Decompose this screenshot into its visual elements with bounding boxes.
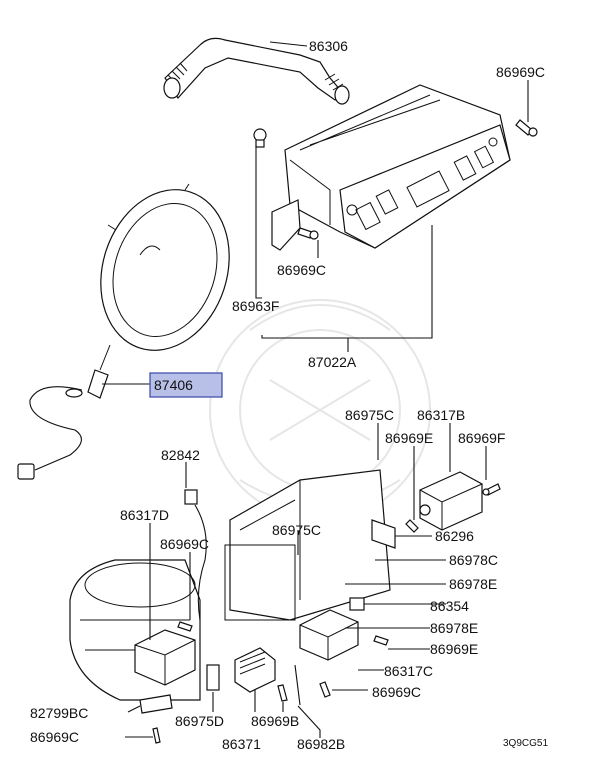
clip-86963F[interactable] xyxy=(253,128,267,148)
callout-86969C-r[interactable]: 86969C xyxy=(372,684,421,700)
callout-86969C-top[interactable]: 86969C xyxy=(496,64,545,80)
sensor-87406[interactable] xyxy=(17,173,249,480)
drawing-code: 3Q9CG51 xyxy=(503,738,548,749)
callout-86317C[interactable]: 86317C xyxy=(384,663,433,679)
bracket-86975D[interactable] xyxy=(206,664,220,691)
resistor-86371[interactable] xyxy=(234,647,276,693)
actuator-86317B[interactable] xyxy=(419,471,483,531)
callout-86975D[interactable]: 86975D xyxy=(175,713,224,729)
actuator-86317C[interactable] xyxy=(299,609,359,661)
callout-86317D[interactable]: 86317D xyxy=(120,507,169,523)
callout-86354[interactable]: 86354 xyxy=(430,598,469,614)
callout-86969C-mid[interactable]: 86969C xyxy=(277,262,326,278)
callout-87406[interactable]: 87406 xyxy=(154,377,193,393)
screw-86969F[interactable] xyxy=(482,483,501,496)
callout-82799BC[interactable]: 82799BC xyxy=(30,705,88,721)
motor-86317D[interactable] xyxy=(134,629,196,686)
screw-86969B[interactable] xyxy=(277,684,288,702)
air-duct-part[interactable] xyxy=(163,37,350,105)
callout-86978E-b[interactable]: 86978E xyxy=(430,620,478,636)
callout-86978C[interactable]: 86978C xyxy=(449,552,498,568)
screw-86969C-r[interactable] xyxy=(319,681,331,698)
callout-86963F[interactable]: 86963F xyxy=(232,298,279,314)
callout-86969E-b[interactable]: 86969E xyxy=(430,641,478,657)
callout-86306[interactable]: 86306 xyxy=(309,38,348,54)
callout-82842[interactable]: 82842 xyxy=(161,447,200,463)
callout-86969C-left[interactable]: 86969C xyxy=(160,536,209,552)
callout-86969C-bot[interactable]: 86969C xyxy=(30,729,79,745)
callout-86296[interactable]: 86296 xyxy=(435,528,474,544)
callout-87022A[interactable]: 87022A xyxy=(308,354,357,370)
callout-86969B[interactable]: 86969B xyxy=(251,713,299,729)
bracket-82799BC[interactable] xyxy=(139,694,173,714)
callout-86975C-mid[interactable]: 86975C xyxy=(272,522,321,538)
screw-86969C-bot[interactable] xyxy=(152,727,161,744)
callout-labels: 86306 86969C 86969C 86963F 87022A 87406 … xyxy=(30,38,548,752)
screw-86969E-b[interactable] xyxy=(373,635,389,646)
callout-86371[interactable]: 86371 xyxy=(222,736,261,752)
highlight-box xyxy=(149,372,223,398)
climate-control-panel[interactable] xyxy=(271,84,511,251)
leader-lines xyxy=(102,41,529,738)
screw-86969C-mid[interactable] xyxy=(297,227,319,240)
heater-case[interactable] xyxy=(224,469,391,621)
callout-86317B[interactable]: 86317B xyxy=(417,407,465,423)
callout-86969F[interactable]: 86969F xyxy=(458,430,505,446)
link-86296[interactable] xyxy=(371,519,396,549)
callout-86978E-a[interactable]: 86978E xyxy=(449,576,497,592)
screw-86969E-top[interactable] xyxy=(405,519,419,533)
connector-82842[interactable] xyxy=(184,489,207,621)
callout-86975C-top[interactable]: 86975C xyxy=(345,407,394,423)
callout-86982B[interactable]: 86982B xyxy=(297,736,345,752)
screw-86969C-top[interactable] xyxy=(515,119,538,137)
screw-86969C-left[interactable] xyxy=(177,621,193,632)
blower-housing[interactable] xyxy=(69,559,201,701)
rod-86982B[interactable] xyxy=(294,664,301,706)
connector-86354[interactable] xyxy=(349,597,365,611)
callout-86969E-top[interactable]: 86969E xyxy=(385,430,433,446)
